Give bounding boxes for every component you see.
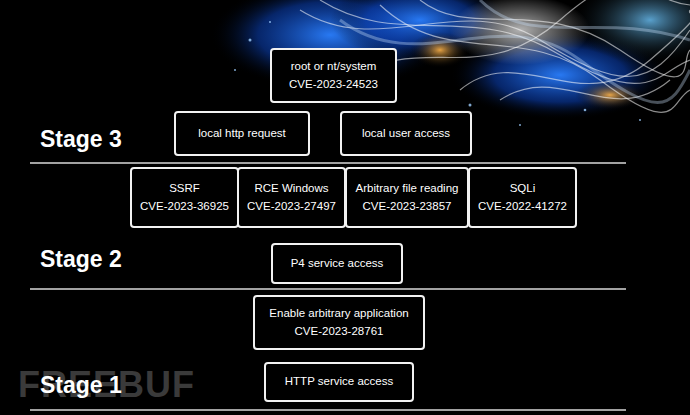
- stage-box: Arbitrary file readingCVE-2023-23857: [345, 167, 469, 228]
- box-title: RCE Windows: [254, 180, 328, 198]
- box-title: local user access: [362, 125, 450, 143]
- stage-label: Stage 1: [40, 372, 122, 399]
- stage-box: P4 service access: [271, 243, 403, 284]
- stage-box: local http request: [174, 111, 310, 156]
- cve-id: CVE-2023-24523: [289, 76, 378, 94]
- stage-box: Enable arbitrary applicationCVE-2023-287…: [253, 295, 425, 350]
- cve-id: CVE-2022-41272: [478, 198, 567, 216]
- box-title: SSRF: [169, 180, 200, 198]
- box-title: SQLi: [510, 180, 536, 198]
- box-title: root or nt/system: [291, 58, 377, 76]
- stage-box: root or nt/systemCVE-2023-24523: [270, 48, 397, 103]
- cve-id: CVE-2023-23857: [363, 198, 452, 216]
- stage-box: RCE WindowsCVE-2023-27497: [237, 167, 346, 228]
- box-title: HTTP service access: [285, 373, 393, 391]
- cve-id: CVE-2023-36925: [140, 198, 229, 216]
- stage-box: SQLiCVE-2022-41272: [468, 167, 577, 228]
- stage-box: HTTP service access: [264, 362, 414, 402]
- box-title: P4 service access: [291, 255, 384, 273]
- box-title: Enable arbitrary application: [269, 305, 408, 323]
- stage-box: SSRFCVE-2023-36925: [130, 167, 239, 228]
- stage-box: local user access: [340, 111, 472, 156]
- box-title: Arbitrary file reading: [356, 180, 459, 198]
- stage-label: Stage 2: [40, 246, 122, 273]
- cve-id: CVE-2023-28761: [295, 323, 384, 341]
- stage-label: Stage 3: [40, 126, 122, 153]
- cve-id: CVE-2023-27497: [247, 198, 336, 216]
- box-title: local http request: [198, 125, 286, 143]
